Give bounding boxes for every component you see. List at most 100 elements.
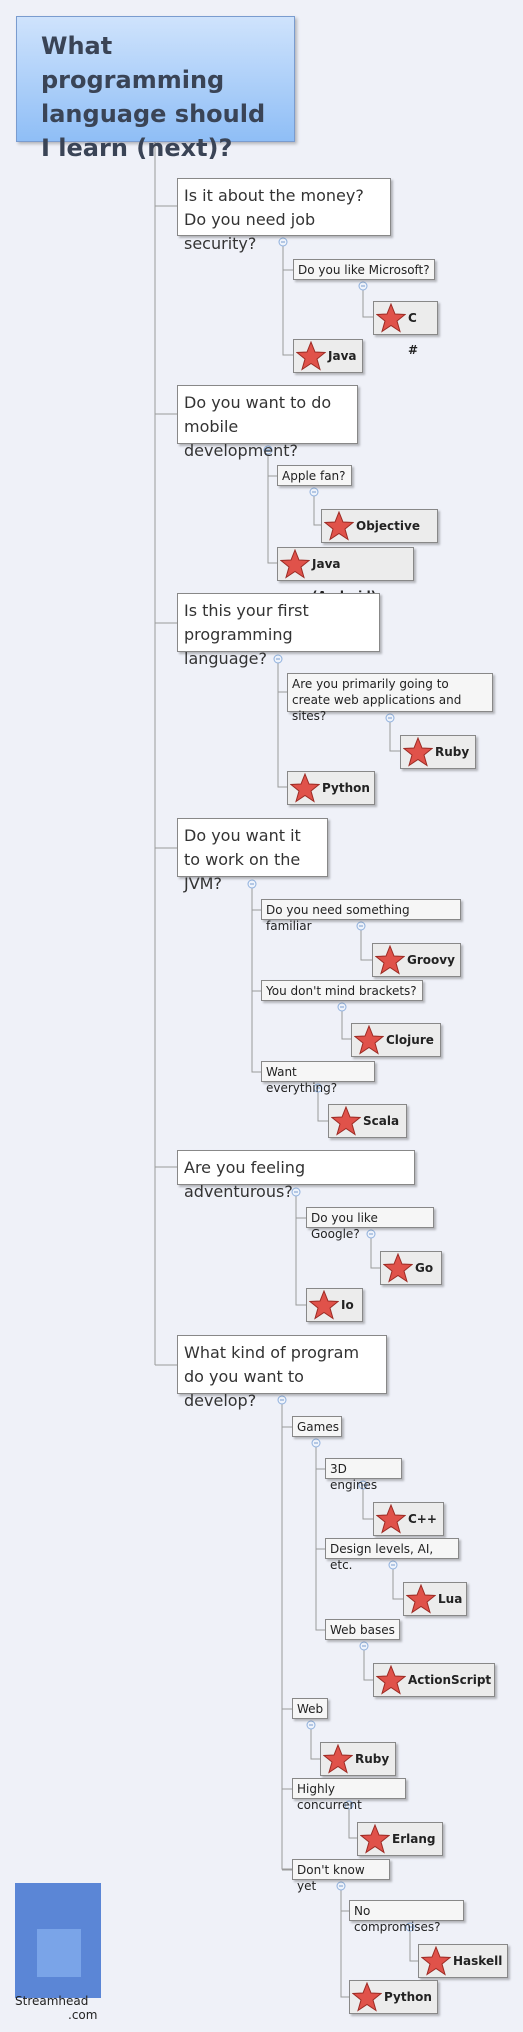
subquestion-brackets[interactable]: You don't mind brackets? [261, 980, 423, 1001]
question-text: Is it about the money? Do you need job s… [184, 186, 364, 253]
subquestion-familiar[interactable]: Do you need something familiar [261, 899, 461, 933]
streamhead-logo[interactable]: Streamhead .com [15, 1883, 101, 2022]
star-icon [309, 1290, 339, 1320]
subquestion-text: Web [297, 1702, 324, 1716]
answer-cpp[interactable]: C++ [373, 1502, 444, 1536]
answer-label: Python [322, 781, 370, 795]
subquestion-text: Do you like Google? [311, 1211, 378, 1241]
star-icon [403, 737, 433, 767]
subquestion-games[interactable]: Games [292, 1416, 342, 1437]
answer-io[interactable]: Io [306, 1288, 363, 1322]
answer-label: Java [328, 349, 357, 363]
question-first-language[interactable]: Is this your first programming language? [177, 593, 380, 668]
subquestion-text: You don't mind brackets? [266, 984, 417, 998]
question-text: What kind of program do you want to deve… [184, 1343, 360, 1410]
subquestion-text: No compromises? [354, 1904, 441, 1934]
answer-go[interactable]: Go [380, 1251, 442, 1285]
answer-scala[interactable]: Scala [328, 1104, 407, 1138]
answer-haskell[interactable]: Haskell [418, 1944, 508, 1978]
answer-label: C++ [408, 1512, 437, 1526]
answer-python-fallback[interactable]: Python [349, 1980, 438, 2014]
subquestion-text: Design levels, AI, etc. [330, 1542, 434, 1572]
subquestion-text: Web bases [330, 1623, 395, 1637]
subquestion-text: Want everything? [266, 1065, 338, 1095]
star-icon [290, 773, 320, 803]
star-icon [406, 1584, 436, 1614]
answer-label: Scala [363, 1114, 400, 1128]
subquestion-text: Do you like Microsoft? [298, 263, 430, 277]
subquestion-text: Do you need something familiar [266, 903, 410, 933]
star-icon [376, 303, 406, 333]
star-icon [352, 1982, 382, 2012]
answer-label: Ruby [435, 745, 470, 759]
question-mobile[interactable]: Do you want to do mobile development? [177, 385, 358, 460]
question-program-kind[interactable]: What kind of program do you want to deve… [177, 1335, 387, 1410]
star-icon [376, 1504, 406, 1534]
answer-clojure[interactable]: Clojure [351, 1023, 441, 1057]
subquestion-web-bases[interactable]: Web bases [325, 1619, 400, 1640]
star-icon [324, 511, 354, 541]
subquestion-text: 3D engines [330, 1462, 378, 1492]
star-icon [354, 1025, 384, 1055]
subquestion-design-levels[interactable]: Design levels, AI, etc. [325, 1538, 459, 1572]
answer-csharp[interactable]: C # [373, 301, 438, 357]
answer-label: Io [341, 1298, 354, 1312]
answer-java[interactable]: Java [293, 339, 363, 373]
answer-label: Lua [438, 1592, 463, 1606]
subquestion-web[interactable]: Web [292, 1698, 328, 1719]
star-icon [360, 1824, 390, 1854]
answer-python[interactable]: Python [287, 771, 375, 805]
star-icon [383, 1253, 413, 1283]
answer-ruby[interactable]: Ruby [400, 735, 476, 769]
star-icon [375, 945, 405, 975]
root-title: What programming language should I learn… [41, 32, 266, 162]
star-icon [421, 1946, 451, 1976]
answer-lua[interactable]: Lua [403, 1582, 467, 1616]
star-icon [331, 1106, 361, 1136]
subquestion-apple[interactable]: Apple fan? [277, 465, 352, 486]
question-money[interactable]: Is it about the money? Do you need job s… [177, 178, 391, 253]
subquestion-text: Games [297, 1420, 339, 1434]
subquestion-text: Don't know yet [297, 1863, 365, 1893]
subquestion-no-compromises[interactable]: No compromises? [349, 1900, 464, 1934]
answer-label: Python [384, 1990, 432, 2004]
answer-erlang[interactable]: Erlang [357, 1822, 443, 1856]
question-adventurous[interactable]: Are you feeling adventurous? [177, 1150, 415, 1201]
answer-groovy[interactable]: Groovy [372, 943, 461, 977]
answer-label: Haskell [453, 1954, 503, 1968]
subquestion-dont-know[interactable]: Don't know yet [292, 1859, 390, 1893]
subquestion-web-apps[interactable]: Are you primarily going to create web ap… [287, 673, 493, 723]
question-text: Do you want it to work on the JVM? [184, 826, 301, 893]
root-topic[interactable]: What programming language should I learn… [16, 16, 295, 162]
question-text: Are you feeling adventurous? [184, 1158, 306, 1201]
subquestion-3d-engines[interactable]: 3D engines [325, 1458, 402, 1492]
answer-label: Ruby [355, 1752, 390, 1766]
subquestion-google[interactable]: Do you like Google? [306, 1207, 434, 1241]
answer-label: Erlang [392, 1832, 436, 1846]
logo-mark [37, 1929, 81, 1977]
answer-objective-c[interactable]: Objective C [321, 509, 438, 565]
star-icon [296, 341, 326, 371]
subquestion-text: Are you primarily going to create web ap… [292, 677, 462, 723]
subquestion-everything[interactable]: Want everything? [261, 1061, 375, 1095]
question-jvm[interactable]: Do you want it to work on the JVM? [177, 818, 328, 893]
question-text: Do you want to do mobile development? [184, 393, 332, 460]
subquestion-text: Highly concurrent [297, 1782, 362, 1812]
answer-ruby-web[interactable]: Ruby [320, 1742, 396, 1776]
answer-actionscript[interactable]: ActionScript [373, 1663, 495, 1697]
subquestion-concurrent[interactable]: Highly concurrent [292, 1778, 406, 1812]
star-icon [376, 1665, 406, 1695]
answer-label: ActionScript [408, 1673, 492, 1687]
logo-text-domain: .com [68, 2008, 98, 2022]
answer-label: C # [408, 311, 419, 357]
star-icon [280, 549, 310, 579]
logo-text: Streamhead [15, 1994, 89, 2008]
subquestion-microsoft[interactable]: Do you like Microsoft? [293, 259, 435, 280]
answer-label: Clojure [386, 1033, 434, 1047]
answer-java-android[interactable]: Java (Android) [277, 547, 414, 603]
question-text: Is this your first programming language? [184, 601, 309, 668]
subquestion-text: Apple fan? [282, 469, 346, 483]
answer-label: Go [415, 1261, 434, 1275]
answer-label: Groovy [407, 953, 455, 967]
